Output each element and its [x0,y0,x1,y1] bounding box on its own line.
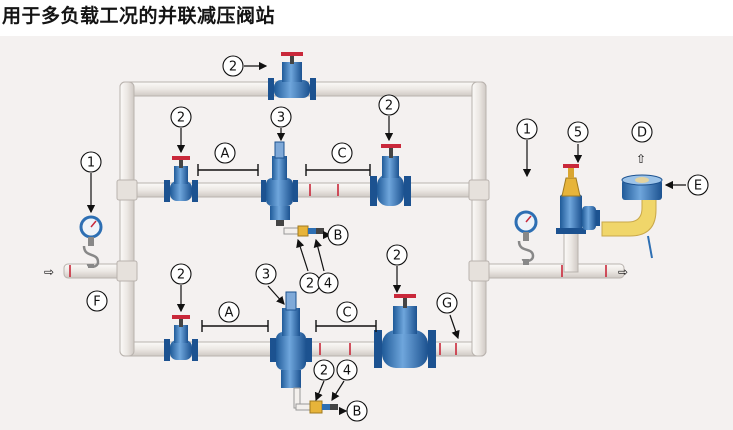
callout-text: 1 [87,156,95,171]
callout-B-upper [327,224,349,246]
callout-3-upper [270,106,292,128]
callout-text: 2 [177,111,185,126]
callout-text: A [221,147,230,162]
callout-1-inlet-gauge [80,151,102,173]
vent-flow-arrow: ⇧ [636,152,646,166]
pressure-reducing-valve-lower [270,291,338,414]
callout-B-lower [346,400,368,422]
callout-F [86,290,108,312]
callout-text: 2 [385,99,393,114]
pipe-right-header [471,81,487,357]
callout-2-lower-right [386,244,408,266]
callout-text: 4 [324,277,332,292]
callout-text: A [225,306,234,321]
callout-A-upper [214,142,236,164]
callout-1-outlet-gauge [516,118,538,140]
globe-valve-top [268,52,316,100]
dimension-lines [197,164,377,332]
pipe-joints [69,184,607,355]
outlet-flow-arrow: ⇨ [618,265,628,279]
callout-text: 2 [177,268,185,283]
callout-4-lower-pilot [336,359,358,381]
callout-2-top-bypass [222,55,244,77]
pressure-reducing-valve-upper [261,141,324,237]
callout-D [631,121,653,143]
callout-text: 2 [306,277,314,292]
callout-text: E [694,179,702,194]
tee-fittings [116,179,490,282]
callout-E [687,174,709,196]
callout-text: C [342,306,351,321]
callout-text: G [442,297,452,312]
pressure-gauge-inlet [79,215,103,268]
callout-5-safety-valve [567,121,589,143]
callout-G [436,292,458,314]
callout-text: F [93,295,100,310]
callout-2-upper-left [170,106,192,128]
inlet-flow-arrow: ⇨ [44,265,54,279]
callout-text: 3 [277,111,285,126]
callout-text: 3 [262,268,270,283]
callout-text: D [637,126,647,141]
exhaust-silencer [601,174,663,259]
callout-text: 2 [320,364,328,379]
callout-C-lower [336,301,358,323]
callout-text: 1 [523,123,531,138]
pipe-outlet [471,263,625,279]
callout-3-lower [255,263,277,285]
leader-arrows [86,61,686,416]
callout-C-upper [331,142,353,164]
pipe-left-header [119,81,135,357]
callout-2-upper-right [378,94,400,116]
callout-text: B [334,229,343,244]
callout-text: C [337,147,346,162]
globe-valve-lower-right [374,294,436,368]
globe-valve-upper-left [164,156,198,202]
callout-text: 2 [393,249,401,264]
page-title: 用于多负载工况的并联减压阀站 [2,5,276,27]
callout-text: 2 [229,60,237,75]
callout-2-lower-left [170,263,192,285]
pressure-gauge-outlet [514,210,538,265]
callout-text: 5 [574,126,582,141]
globe-valve-lower-left [164,315,198,361]
globe-valve-upper-right [370,144,411,206]
pipe-safety-riser [563,231,579,273]
callout-text: 4 [343,364,351,379]
callout-2-lower-pilot [313,359,335,381]
callout-4-upper-pilot [317,272,339,294]
callout-text: B [353,405,362,420]
callout-A-lower [218,301,240,323]
safety-valve [556,164,600,234]
